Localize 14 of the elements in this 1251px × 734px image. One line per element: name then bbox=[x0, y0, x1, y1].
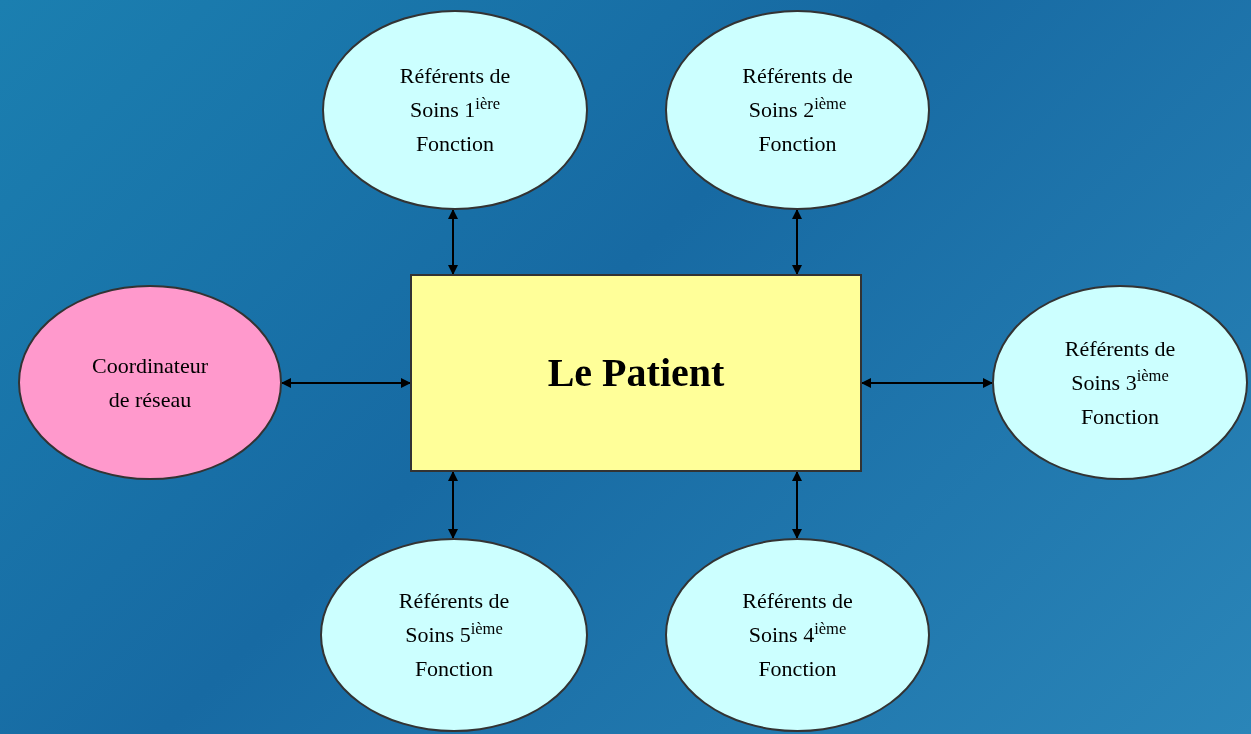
ellipse-label: Référents de Soins 1$^{ière}$ Fonction bbox=[398, 62, 512, 158]
ellipse-label: Référents de Soins 3$^{ième}$ Fonction bbox=[1063, 334, 1177, 431]
double-arrow bbox=[792, 209, 802, 275]
double-arrow bbox=[448, 471, 458, 539]
double-arrow bbox=[792, 471, 802, 539]
ellipse-label: Référents de Soins 2$^{ième}$ Fonction bbox=[741, 62, 854, 158]
double-arrow bbox=[448, 209, 458, 275]
ellipse-label: Référents de Soins 5$^{ième}$ Fonction bbox=[397, 587, 511, 683]
patient-box bbox=[410, 274, 862, 472]
ellipse-label: Coordinateur de réseau bbox=[90, 351, 210, 414]
ellipse-label: Référents de Soins 4$^{ième}$ Fonction bbox=[741, 587, 854, 683]
double-arrow bbox=[281, 378, 411, 388]
box-title: Le Patient bbox=[547, 349, 725, 397]
double-arrow bbox=[861, 378, 993, 388]
